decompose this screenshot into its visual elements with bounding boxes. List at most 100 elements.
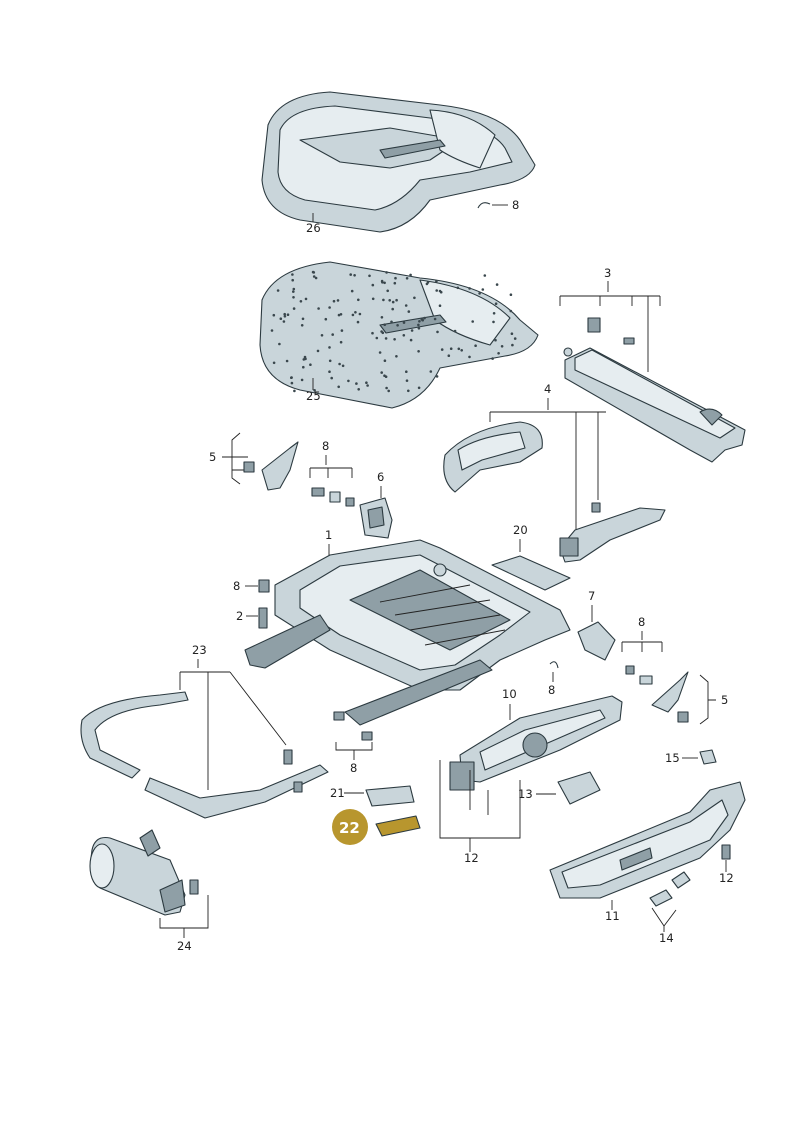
foam-dot bbox=[436, 330, 439, 334]
clip-8-left bbox=[258, 579, 270, 593]
foam-dot bbox=[283, 312, 287, 316]
part-8-bottom-clips bbox=[333, 711, 373, 741]
part-5-left-lever bbox=[243, 441, 299, 491]
foam-dot bbox=[381, 281, 384, 284]
foam-dot bbox=[384, 337, 388, 340]
label-23: 23 bbox=[192, 643, 207, 657]
label-24: 24 bbox=[177, 939, 192, 953]
part-15-clip bbox=[699, 749, 717, 765]
foam-dot bbox=[317, 307, 320, 310]
part-24-motor bbox=[89, 829, 199, 916]
foam-dot bbox=[409, 338, 413, 342]
foam-dot bbox=[330, 376, 334, 380]
bracket-14 bbox=[651, 907, 677, 932]
foam-dot bbox=[391, 307, 395, 311]
foam-dot bbox=[385, 386, 388, 390]
label-5-right: 5 bbox=[721, 693, 728, 707]
foam-dot bbox=[418, 320, 421, 323]
foam-dot bbox=[405, 277, 409, 280]
label-7: 7 bbox=[588, 589, 595, 603]
foam-dot bbox=[413, 296, 416, 300]
foam-dot bbox=[338, 362, 341, 366]
foam-dot bbox=[500, 345, 504, 348]
bracket-23 bbox=[179, 659, 287, 790]
foam-dot bbox=[337, 385, 341, 389]
label-8-bottom: 8 bbox=[350, 761, 357, 775]
part-20-bracket bbox=[491, 555, 571, 591]
bracket-3 bbox=[559, 281, 661, 372]
foam-dot bbox=[375, 336, 379, 340]
foam-dot bbox=[291, 273, 294, 276]
foam-dot bbox=[299, 300, 303, 303]
foam-dot bbox=[394, 276, 397, 280]
foam-dot bbox=[366, 384, 369, 387]
foam-dot bbox=[456, 286, 460, 290]
label-8-frame: 8 bbox=[548, 683, 555, 697]
label-22: 22 bbox=[339, 819, 360, 837]
foam-dot bbox=[292, 287, 296, 291]
label-3: 3 bbox=[604, 266, 611, 280]
foam-texture bbox=[270, 270, 517, 393]
foam-dot bbox=[417, 386, 421, 390]
foam-dot bbox=[286, 313, 290, 317]
foam-dot bbox=[433, 317, 437, 321]
label-8-top: 8 bbox=[512, 198, 519, 212]
foam-dot bbox=[328, 370, 331, 374]
foam-dot bbox=[272, 313, 276, 317]
bracket-12-center bbox=[439, 760, 521, 852]
foam-dot bbox=[409, 273, 412, 277]
part-14-buttons bbox=[649, 871, 691, 907]
foam-dot bbox=[337, 313, 341, 317]
foam-dot bbox=[391, 300, 395, 304]
label-14: 14 bbox=[659, 931, 674, 945]
label-8-left: 8 bbox=[233, 579, 240, 593]
label-2: 2 bbox=[236, 609, 243, 623]
foam-dot bbox=[358, 312, 362, 316]
foam-dot bbox=[378, 351, 382, 354]
foam-dot bbox=[304, 297, 308, 301]
foam-dot bbox=[474, 344, 477, 348]
foam-dot bbox=[509, 293, 513, 297]
foam-dot bbox=[492, 320, 495, 324]
foam-dot bbox=[331, 333, 335, 336]
foam-dot bbox=[405, 379, 409, 383]
part-23-trim-strip bbox=[80, 691, 329, 819]
label-5-left: 5 bbox=[209, 450, 216, 464]
foam-dot bbox=[357, 388, 361, 391]
bracket-8-bottom bbox=[335, 742, 373, 760]
foam-dot bbox=[313, 389, 316, 392]
bracket-8-right bbox=[621, 631, 663, 652]
foam-dot bbox=[404, 304, 408, 307]
foam-dot bbox=[380, 316, 384, 319]
foam-dot bbox=[423, 316, 426, 320]
foam-dot bbox=[356, 320, 360, 324]
part-6-mechanism bbox=[359, 497, 393, 539]
foam-dot bbox=[509, 309, 513, 313]
part-4-side-cover bbox=[443, 421, 666, 563]
bracket-24 bbox=[159, 895, 209, 938]
bracket-8-mid bbox=[309, 455, 353, 478]
part-22-highlighted bbox=[375, 815, 421, 837]
foam-dot bbox=[435, 375, 439, 378]
foam-dot bbox=[429, 370, 433, 373]
foam-dot bbox=[460, 349, 464, 352]
foam-dot bbox=[405, 370, 408, 374]
callout-22-badge bbox=[332, 809, 368, 845]
foam-dot bbox=[332, 299, 336, 303]
part-26-seat-cover bbox=[261, 91, 536, 233]
foam-dot bbox=[388, 299, 392, 302]
foam-dot bbox=[309, 363, 312, 367]
bracket-4 bbox=[489, 398, 606, 530]
foam-dot bbox=[353, 274, 356, 277]
part-1-seat-frame bbox=[244, 539, 571, 726]
foam-dot bbox=[320, 334, 324, 337]
screw-12-right bbox=[721, 844, 731, 860]
clip-8-top bbox=[477, 202, 491, 209]
foam-dot bbox=[292, 296, 295, 299]
foam-dot bbox=[365, 381, 368, 385]
foam-dot bbox=[302, 365, 305, 369]
foam-dot bbox=[371, 331, 374, 335]
label-6: 6 bbox=[377, 470, 384, 484]
